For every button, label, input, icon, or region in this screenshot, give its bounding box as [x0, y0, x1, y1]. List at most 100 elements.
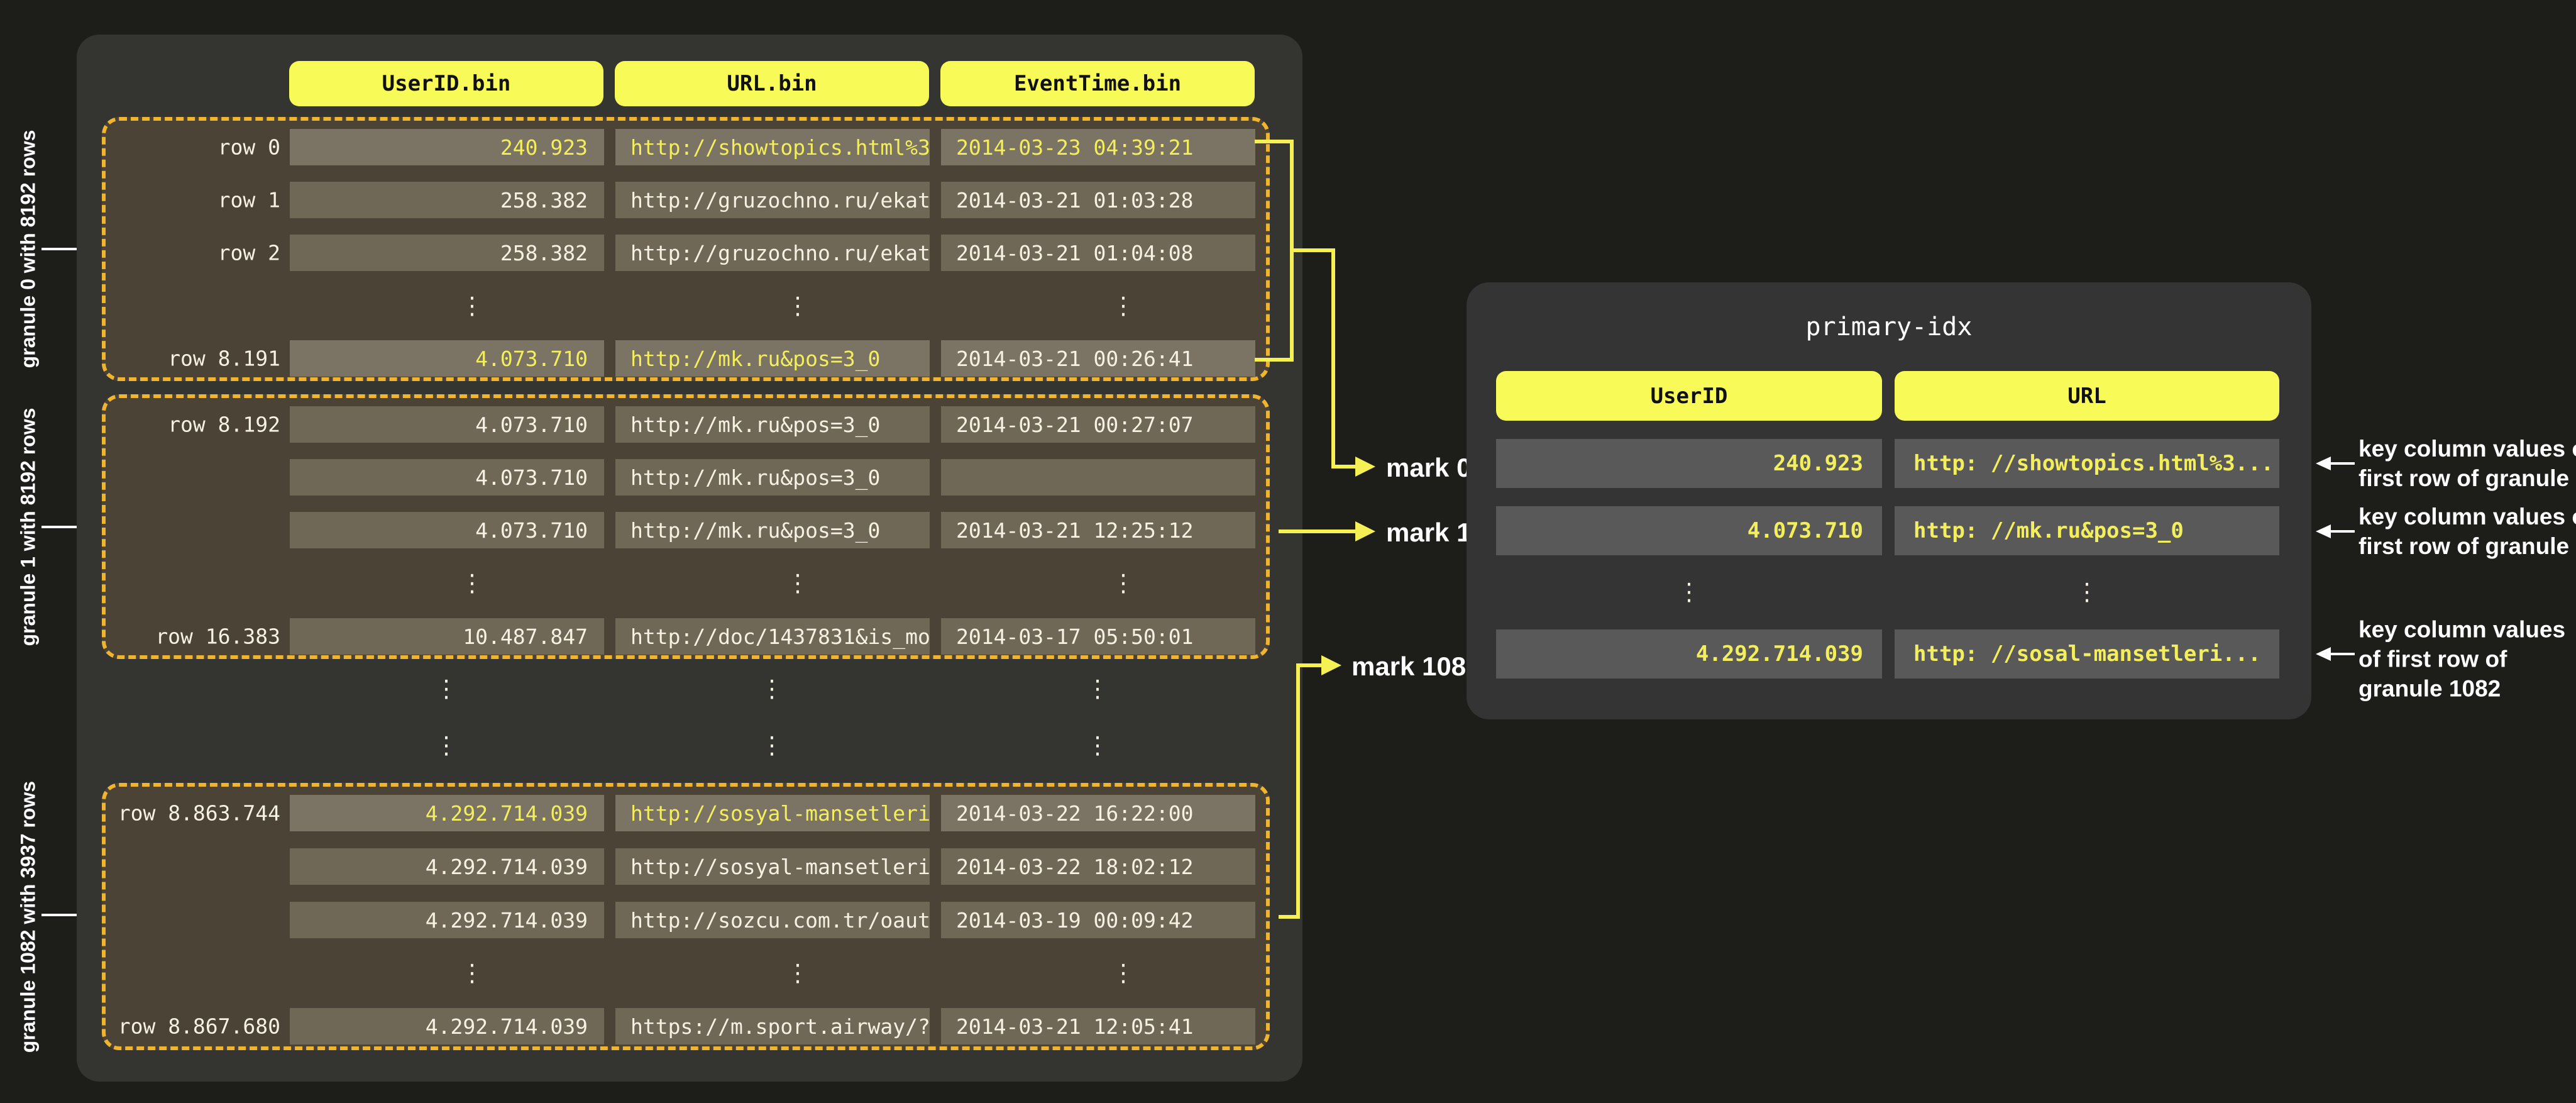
annotation-line: key column values of	[2359, 504, 2576, 529]
url-cell: http://doc/1437831&is_mo...	[615, 618, 930, 655]
idx-url-cell: http: //sosal-mansetleri...	[1895, 629, 2279, 679]
granule1-pointer-arrow	[41, 526, 85, 528]
table-row: row 8.867.680 4.292.714.039 https://m.sp…	[106, 1000, 1266, 1053]
idx-userid-cell: 4.073.710	[1496, 506, 1882, 555]
granule-0-box: row 0 240.923 http://showtopics.html%3..…	[102, 117, 1270, 381]
userid-cell: 4.292.714.039	[290, 848, 604, 885]
row-label: row 8.867.680	[118, 1014, 280, 1039]
mark1-label: mark 1	[1386, 518, 1472, 547]
annotation-line: key column values	[2359, 616, 2566, 643]
granule0-pointer-arrow	[41, 248, 85, 250]
eventtime-cell: 2014-03-23 04:39:21	[941, 129, 1255, 165]
userid-cell: 4.292.714.039	[290, 902, 604, 938]
eventtime-cell: 2014-03-19 00:09:42	[941, 902, 1255, 938]
annotation-line: first row of granule 0	[2359, 465, 2576, 491]
table-row: row 2 258.382 http://gruzochno.ru/ekat..…	[106, 226, 1266, 279]
table-row: 4.292.714.039 http://sosyal-mansetleri..…	[106, 840, 1266, 893]
row-label: row 2	[217, 240, 280, 265]
table-row: row 8.192 4.073.710 http://mk.ru&pos=3_0…	[106, 398, 1266, 451]
ellipsis-row: ⋮ ⋮ ⋮	[106, 279, 1266, 332]
mark0-connector-h1	[1294, 248, 1335, 252]
granule1082-side-label: granule 1082 with 3937 rows	[16, 780, 40, 1053]
eventtime-cell: 2014-03-21 01:04:08	[941, 235, 1255, 271]
eventtime-cell: 2014-03-21 00:26:41	[941, 340, 1255, 377]
eventtime-cell: 2014-03-21 00:27:07	[941, 406, 1255, 443]
ellipsis: ⋮	[2075, 578, 2099, 606]
annotation2-arrow	[2327, 653, 2355, 655]
userid-cell: 258.382	[290, 235, 604, 271]
annotation-granule0: key column values of first row of granul…	[2359, 434, 2576, 493]
mark1082-connector-h	[1296, 663, 1323, 667]
mark1082-connector-vertical	[1296, 663, 1300, 919]
table-row: row 8.863.744 4.292.714.039 http://sosya…	[106, 787, 1266, 840]
table-row: 4.292.714.039 http://sozcu.com.tr/oaut 2…	[106, 894, 1266, 946]
ellipsis: ⋮	[786, 292, 810, 319]
mark1082-arrowhead	[1321, 655, 1341, 675]
column-files-panel: UserID.bin URL.bin EventTime.bin row 0 2…	[77, 35, 1302, 1082]
annotation-granule1: key column values of first row of granul…	[2359, 502, 2576, 561]
table-row: row 1 258.382 http://gruzochno.ru/ekat..…	[106, 174, 1266, 226]
mark0-bracket-vertical	[1290, 140, 1294, 362]
ellipsis: ⋮	[786, 959, 810, 987]
mark1-arrowhead	[1355, 521, 1375, 541]
userid-bin-header: UserID.bin	[289, 61, 603, 106]
userid-cell: 4.292.714.039	[290, 1008, 604, 1045]
ellipsis: ⋮	[1111, 959, 1135, 987]
ellipsis: ⋮	[1086, 675, 1109, 702]
primary-index-panel: primary-idx UserID URL 240.923 http: //s…	[1467, 282, 2311, 719]
annotation1-arrow	[2327, 530, 2355, 533]
ellipsis: ⋮	[460, 959, 484, 987]
row-label: row 16.383	[155, 624, 280, 649]
url-cell: http://gruzochno.ru/ekat...	[615, 235, 930, 271]
eventtime-cell: 2014-03-21 01:03:28	[941, 182, 1255, 218]
url-cell: http://sosyal-mansetleri...	[615, 795, 930, 831]
url-cell: http://sozcu.com.tr/oaut	[615, 902, 930, 938]
mark1-connector	[1279, 529, 1357, 533]
ellipsis: ⋮	[434, 675, 458, 702]
url-cell: http://mk.ru&pos=3_0	[615, 512, 930, 548]
row-label: row 8.191	[168, 346, 280, 371]
annotation2-arrowhead	[2316, 647, 2331, 661]
mark0-label: mark 0	[1386, 453, 1472, 482]
url-cell: http://gruzochno.ru/ekat...	[615, 182, 930, 218]
annotation1-arrowhead	[2316, 524, 2331, 538]
primary-index-title: primary-idx	[1805, 313, 1973, 341]
eventtime-cell	[941, 459, 1255, 496]
ellipsis: ⋮	[460, 569, 484, 597]
row-label: row 1	[217, 187, 280, 213]
table-row: row 0 240.923 http://showtopics.html%3..…	[106, 121, 1266, 174]
idx-url-header: URL	[1895, 371, 2279, 421]
idx-url-cell: http: //showtopics.html%3...	[1895, 439, 2279, 488]
granule-1082-box: row 8.863.744 4.292.714.039 http://sosya…	[102, 783, 1270, 1050]
row-label: row 8.863.744	[118, 801, 280, 826]
ellipsis: ⋮	[1677, 578, 1701, 606]
eventtime-cell: 2014-03-17 05:50:01	[941, 618, 1255, 655]
mark0-arrowhead	[1355, 457, 1375, 477]
eventtime-bin-header: EventTime.bin	[940, 61, 1255, 106]
ellipsis: ⋮	[434, 731, 458, 759]
idx-url-cell: http: //mk.ru&pos=3_0	[1895, 506, 2279, 555]
granule1-side-label: granule 1 with 8192 rows	[16, 407, 40, 646]
eventtime-cell: 2014-03-21 12:25:12	[941, 512, 1255, 548]
table-row: row 16.383 10.487.847 http://doc/1437831…	[106, 610, 1266, 663]
mark0-bracket-top	[1255, 140, 1294, 143]
ellipsis: ⋮	[786, 569, 810, 597]
url-cell: http://mk.ru&pos=3_0	[615, 406, 930, 443]
table-row: 4.073.710 http://mk.ru&pos=3_0	[106, 451, 1266, 504]
ellipsis: ⋮	[1086, 731, 1109, 759]
annotation0-arrow	[2327, 462, 2355, 465]
table-row: row 8.191 4.073.710 http://mk.ru&pos=3_0…	[106, 332, 1266, 385]
row-label: row 8.192	[168, 412, 280, 437]
url-cell: https://m.sport.airway/?	[615, 1008, 930, 1045]
userid-cell: 240.923	[290, 129, 604, 165]
userid-cell: 4.292.714.039	[290, 795, 604, 831]
granule1082-pointer-arrow	[41, 914, 85, 916]
table-row: 4.073.710 http://mk.ru&pos=3_0 2014-03-2…	[106, 504, 1266, 557]
annotation0-arrowhead	[2316, 457, 2331, 470]
ellipsis-row: ⋮ ⋮ ⋮	[106, 946, 1266, 999]
row-label: row 0	[217, 135, 280, 160]
mark0-connector-h2	[1335, 465, 1357, 468]
userid-cell: 10.487.847	[290, 618, 604, 655]
annotation-line: first row of granule 1	[2359, 533, 2576, 559]
